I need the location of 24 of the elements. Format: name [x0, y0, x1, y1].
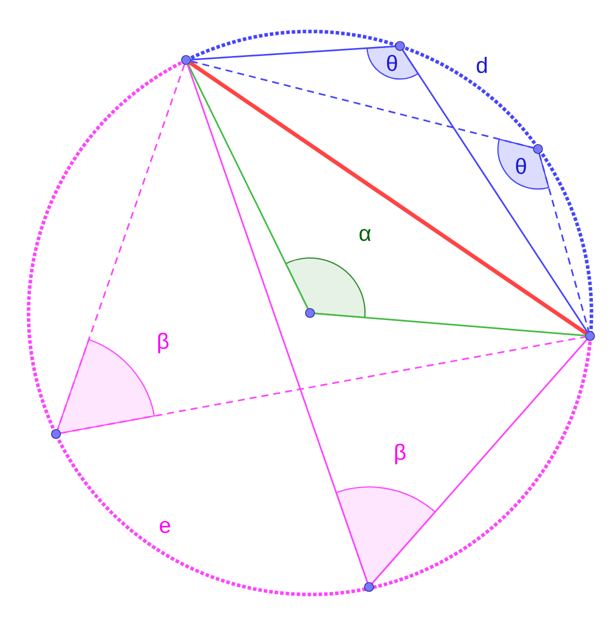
line-segment	[190, 46, 396, 60]
point-marker	[181, 55, 191, 65]
line-segment	[187, 64, 309, 309]
point-marker	[364, 582, 374, 592]
point-marker	[395, 41, 405, 51]
point-marker	[585, 331, 595, 341]
point-marker	[533, 144, 543, 154]
angle-label: θ	[387, 54, 397, 72]
angle-label: θ	[516, 158, 526, 174]
arc-label: d	[476, 56, 487, 74]
point-marker	[305, 308, 315, 318]
line-segment	[186, 64, 368, 583]
line-segment	[56, 64, 186, 430]
angle-label: β	[395, 444, 406, 464]
line-segment	[60, 336, 586, 434]
angle-label: β	[158, 332, 168, 354]
arc-label: e	[160, 520, 170, 534]
line-segment	[402, 50, 588, 332]
line-segment	[314, 312, 586, 336]
point-marker	[51, 429, 61, 439]
line-segment	[538, 154, 590, 332]
line-segment	[190, 60, 534, 149]
angle-label: α	[360, 228, 371, 242]
line-segment	[372, 339, 588, 584]
